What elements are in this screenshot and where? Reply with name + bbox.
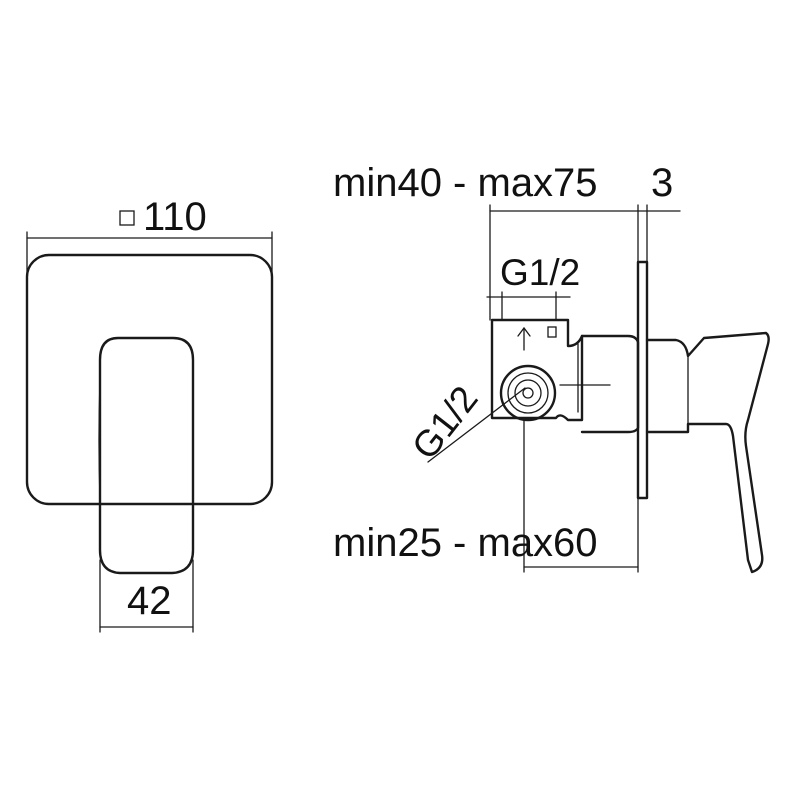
inlet-nut-outer: [499, 364, 557, 422]
cartridge-housing: [580, 334, 640, 434]
front-view: 110 42: [25, 195, 274, 633]
inlet-nut-middle: [507, 372, 549, 414]
lever-handle: [98, 336, 195, 575]
inlet-nut-core: [522, 387, 534, 399]
body-notch: [547, 326, 557, 338]
lever-side-profile: [645, 331, 770, 574]
wall-plate: [636, 260, 649, 500]
lever-edge-line: [98, 379, 101, 501]
width-value-label: 110: [143, 195, 207, 239]
lever-width-label: 42: [127, 579, 172, 623]
cover-plate: [25, 253, 274, 506]
outlet-thread-label: G1/2: [500, 252, 580, 293]
inlet-thread-label: G1/2: [404, 378, 486, 466]
side-view: min40 - max75 3 G1/2 G1/2: [333, 161, 770, 574]
flow-arrow-icon: [517, 326, 531, 351]
inlet-nut-inner: [514, 379, 542, 407]
depth-range-label: min40 - max75: [333, 161, 598, 205]
inlet-thread-leader: [427, 387, 526, 463]
projection-range-label: min25 - max60: [333, 521, 598, 565]
valve-body: [490, 318, 584, 422]
plate-thickness-label: 3: [651, 161, 673, 205]
square-symbol: [119, 210, 135, 226]
